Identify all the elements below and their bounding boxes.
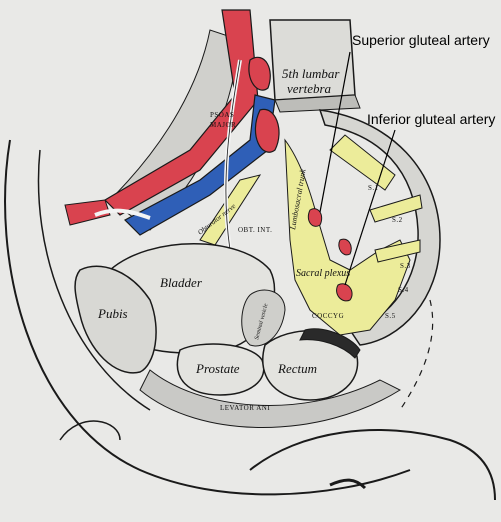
gluteal-contour <box>249 429 496 501</box>
pelvic-wall-outline <box>37 149 151 411</box>
genitofemoral-nerve-outline <box>225 59 246 256</box>
dashed-boundary <box>399 299 434 411</box>
penis-outline <box>59 420 121 441</box>
psoas-label-line2: MAJOR <box>210 121 236 129</box>
levator-ani-muscle <box>139 369 402 428</box>
coccyg-label: COCCYG <box>312 312 344 320</box>
inferior-gluteal-artery-label: Inferior gluteal artery <box>367 111 495 127</box>
psoas-label-line1: PSOAS <box>210 111 234 119</box>
superior-gluteal-artery-label: Superior gluteal artery <box>352 32 490 48</box>
sacrum <box>318 109 441 346</box>
sacral-s2-label: S.2 <box>392 216 403 224</box>
inferior-gluteal-artery-vessel <box>336 283 353 302</box>
superior-gluteal-callout-line <box>319 51 351 213</box>
pubis-label: Pubis <box>97 306 128 321</box>
sacral-s5-label: S.5 <box>385 312 396 320</box>
sacral-nerve-root-s3 <box>374 239 421 263</box>
prostate-label: Prostate <box>195 361 240 376</box>
sacral-s1-label: S.1 <box>368 184 379 192</box>
internal-iliac-artery <box>254 108 280 153</box>
artery-cross-section <box>248 56 271 91</box>
intervertebral-disc <box>274 94 361 113</box>
sacral-s3-label: S.3 <box>400 262 411 270</box>
body-contour <box>4 139 411 496</box>
obt-int-label: OBT. INT. <box>238 226 272 234</box>
rectum-label: Rectum <box>277 361 317 376</box>
common-iliac-artery <box>104 9 259 216</box>
seminal-vesicle <box>241 289 286 347</box>
rectal-lumen <box>299 328 361 359</box>
inferior-gluteal-artery-vessel-upper <box>338 238 352 256</box>
vertebra-label-line1: 5th lumbar <box>282 66 340 81</box>
bladder-label: Bladder <box>160 275 203 290</box>
sacral-nerve-root-s2 <box>369 194 423 223</box>
lumbosacral-trunk-branch <box>329 134 396 191</box>
pubis <box>74 265 157 374</box>
sacral-s4-label: S.4 <box>398 286 409 294</box>
sacral-plexus-label: Sacral plexus <box>296 268 350 279</box>
vas-deferens <box>94 208 151 220</box>
anal-outline <box>329 478 367 490</box>
levator-ani-label: LEVATOR ANI <box>220 404 270 412</box>
superior-gluteal-artery-vessel <box>307 208 323 227</box>
inferior-gluteal-callout-line <box>344 129 396 286</box>
vertebra-label-line2: vertebra <box>287 81 332 96</box>
prostate <box>176 343 265 396</box>
